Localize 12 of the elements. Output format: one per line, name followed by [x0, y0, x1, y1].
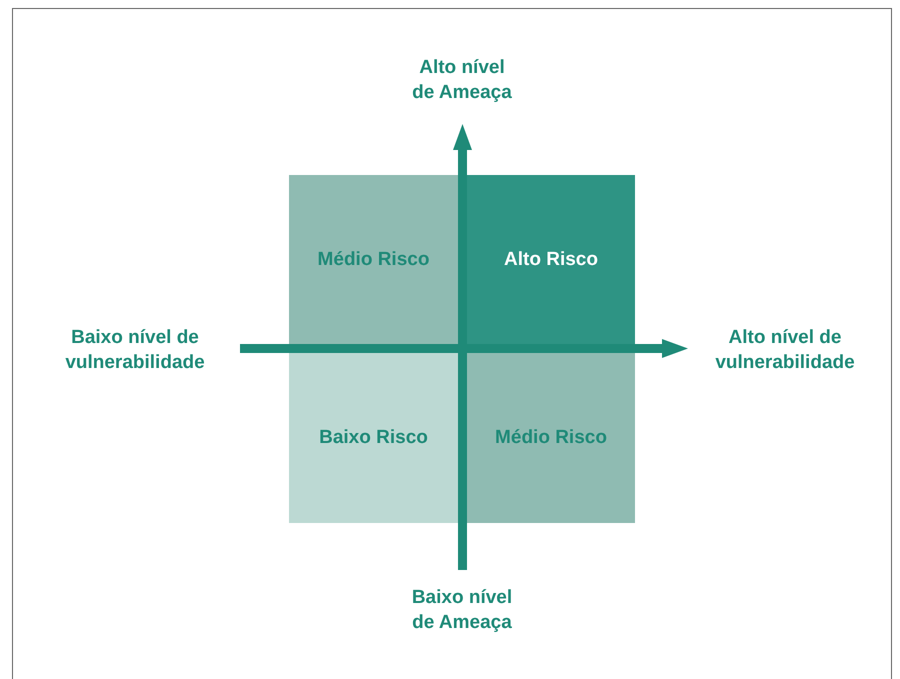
risk-quadrant: [467, 175, 635, 344]
axis-label: Baixo nível de vulnerabilidade: [64, 326, 206, 375]
risk-quadrant: [289, 175, 458, 344]
axis-label: Alto nível de Ameaça: [411, 56, 513, 105]
risk-quadrant: [467, 353, 635, 523]
axis-label: Baixo nível de Ameaça: [410, 586, 514, 635]
risk-quadrant: [289, 353, 458, 523]
quadrant-label: Alto Risco: [504, 248, 598, 270]
quadrant-label: Baixo Risco: [319, 427, 428, 449]
quadrant-label: Médio Risco: [318, 248, 430, 270]
axis-label: Alto nível de vulnerabilidade: [714, 326, 856, 375]
quadrant-label: Médio Risco: [495, 427, 607, 449]
